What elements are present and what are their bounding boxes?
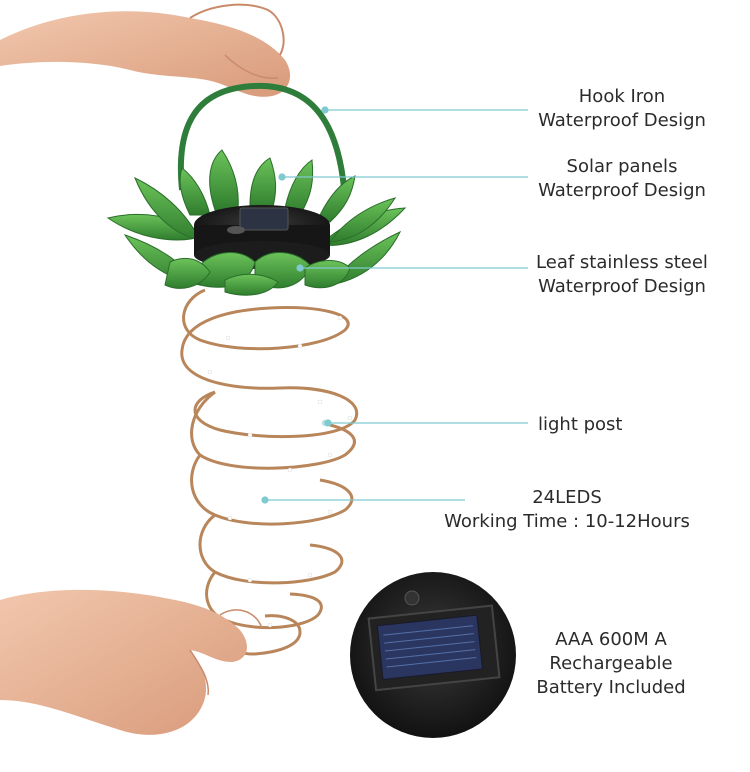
battery-inset [350, 572, 516, 738]
callout-leds-line2: Working Time : 10-12Hours [444, 511, 690, 532]
bottom-hand [0, 589, 263, 735]
callout-leds: 24LEDS Working Time : 10-12Hours [436, 486, 698, 534]
callout-solar-line1: Solar panels [566, 156, 678, 177]
callout-leaf-line1: Leaf stainless steel [536, 252, 708, 273]
top-hand [0, 3, 291, 97]
front-leaves [164, 252, 351, 296]
callout-solar: Solar panels Waterproof Design [532, 155, 712, 203]
callout-leaf: Leaf stainless steel Waterproof Design [532, 251, 712, 299]
callout-hook-line1: Hook Iron [578, 86, 666, 107]
back-leaves [179, 149, 356, 223]
callout-battery-line1: AAA 600M A [555, 629, 667, 650]
callout-solar-line2: Waterproof Design [538, 180, 706, 201]
callout-battery: AAA 600M A Rechargeable Battery Included [528, 628, 694, 700]
hook-handle [177, 82, 348, 201]
callout-battery-line3: Battery Included [536, 677, 686, 698]
callout-hook: Hook Iron Waterproof Design [532, 85, 712, 133]
callout-battery-line2: Rechargeable [549, 653, 673, 674]
spiral-wire [180, 288, 359, 656]
callout-lines [261, 106, 528, 504]
callout-post: light post [538, 413, 623, 437]
callout-post-line1: light post [538, 414, 623, 435]
callout-leaf-line2: Waterproof Design [538, 276, 706, 297]
callout-leds-line1: 24LEDS [532, 487, 602, 508]
led-dots [207, 315, 353, 628]
callout-hook-line2: Waterproof Design [538, 110, 706, 131]
